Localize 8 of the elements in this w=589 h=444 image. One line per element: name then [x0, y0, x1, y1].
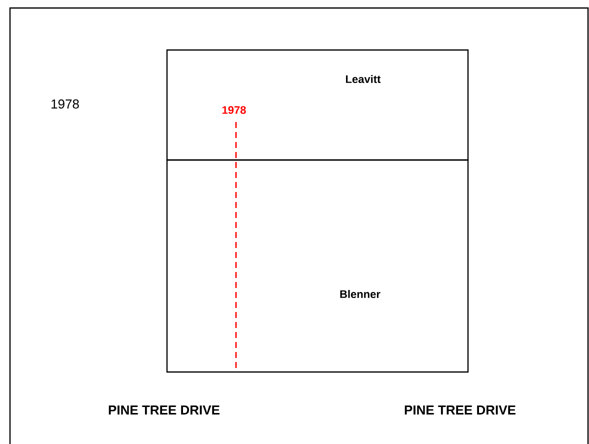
parcel-box	[166, 159, 469, 373]
boundary-year-label: 1978	[222, 106, 246, 114]
parcel-name: Blenner	[340, 290, 380, 298]
parcel-name: Leavitt	[346, 74, 381, 84]
street-label: PINE TREE DRIVE	[108, 406, 220, 414]
year-label: 1978	[52, 99, 79, 109]
street-label: PINE TREE DRIVE	[404, 406, 516, 414]
parcel-box	[166, 49, 469, 161]
